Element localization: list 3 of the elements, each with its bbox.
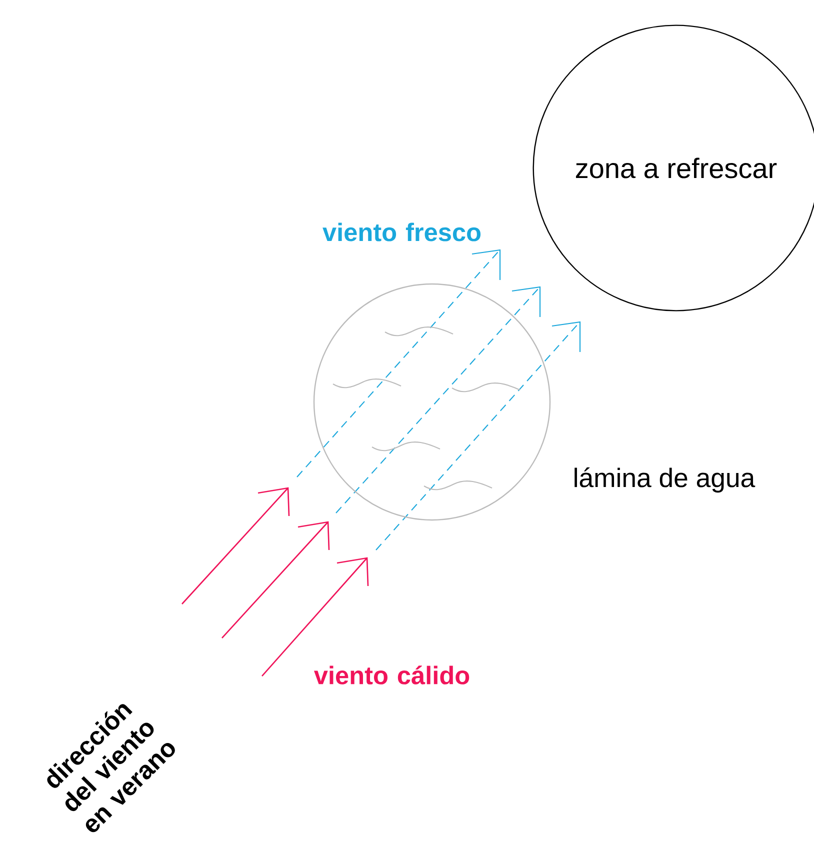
node-label: lámina de agua xyxy=(574,467,756,493)
label: viento fresco xyxy=(322,222,481,242)
label: viento cálido xyxy=(314,666,470,684)
